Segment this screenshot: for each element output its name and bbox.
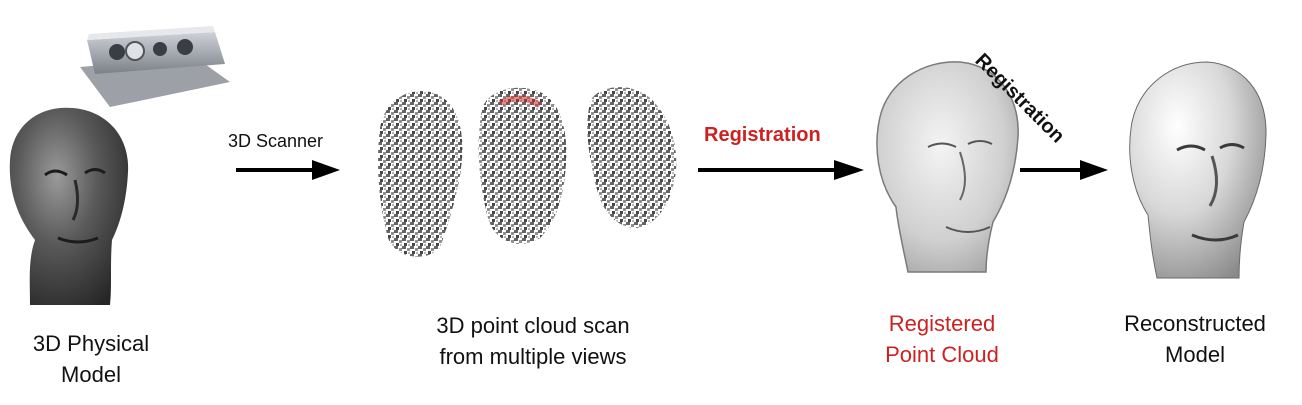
registration-arrow-label: Registration: [704, 124, 821, 146]
depth-camera-icon: [80, 26, 230, 107]
scanner-arrow-label: 3D Scanner: [228, 131, 324, 151]
registration-arrow: [698, 160, 864, 180]
point-cloud-icon: [377, 87, 677, 257]
reconstruction-arrow: [1020, 160, 1108, 180]
scanner-arrow: [236, 160, 340, 180]
head-bust-icon: [9, 107, 129, 305]
registered-cloud-caption: Registered Point Cloud: [885, 311, 999, 367]
physical-model-caption: 3D Physical Model: [32, 331, 150, 387]
reconstructed-mesh-icon: [1129, 61, 1267, 279]
registered-cloud-icon: [876, 61, 1019, 273]
point-cloud-caption: 3D point cloud scan from multiple views: [436, 313, 630, 369]
reconstructed-model-caption: Reconstructed Model: [1124, 311, 1266, 367]
